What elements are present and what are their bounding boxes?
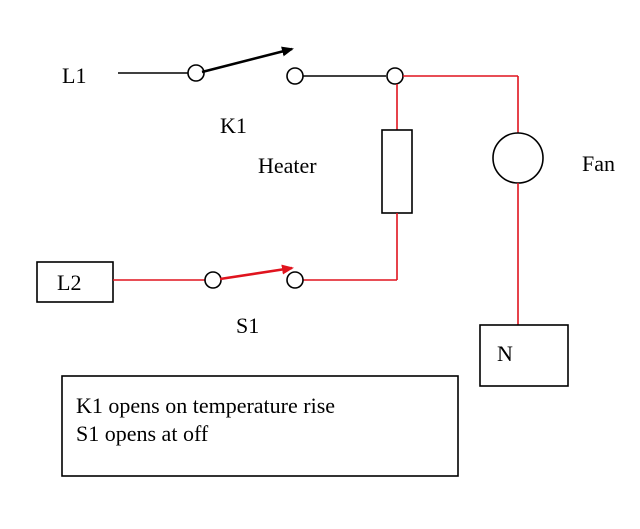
s1-label: S1 bbox=[236, 313, 259, 338]
heater-element bbox=[381, 129, 413, 214]
s1-terminal-right bbox=[286, 271, 304, 289]
heater-label: Heater bbox=[258, 153, 317, 178]
l1-label: L1 bbox=[62, 63, 86, 88]
k1-terminal-left bbox=[187, 64, 205, 82]
l2-box bbox=[36, 261, 114, 303]
junction-terminal bbox=[386, 67, 404, 85]
s1-switch-blade bbox=[219, 264, 294, 281]
k1-label: K1 bbox=[220, 113, 247, 138]
neutral-box bbox=[479, 324, 569, 387]
l2-label: L2 bbox=[57, 270, 81, 295]
fan-symbol bbox=[492, 132, 544, 184]
note-line-1: K1 opens on temperature rise bbox=[76, 393, 335, 418]
k1-switch-blade bbox=[201, 46, 294, 74]
k1-terminal-right bbox=[286, 67, 304, 85]
note-box bbox=[61, 375, 459, 477]
fan-label: Fan bbox=[582, 151, 615, 176]
s1-terminal-left bbox=[204, 271, 222, 289]
note-line-2: S1 opens at off bbox=[76, 421, 209, 446]
neutral-label: N bbox=[497, 341, 513, 366]
